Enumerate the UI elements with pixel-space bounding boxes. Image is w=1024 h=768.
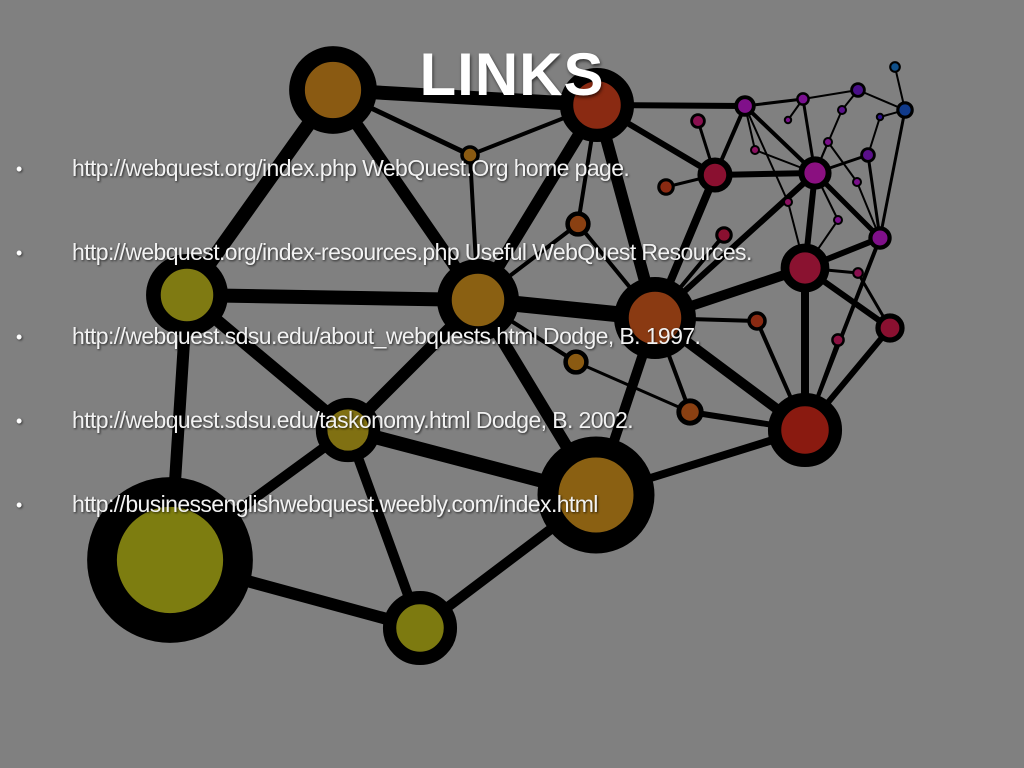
network-node <box>767 392 843 468</box>
network-node <box>697 157 733 193</box>
network-node <box>614 277 696 359</box>
network-node <box>833 215 843 225</box>
bullet: • <box>16 243 23 263</box>
network-node <box>734 95 756 117</box>
network-node <box>796 92 810 106</box>
network-node <box>563 349 589 375</box>
network-node <box>783 115 793 125</box>
network-node <box>715 226 733 244</box>
link-business-english[interactable]: http://businessenglishwebquest.weebly.co… <box>72 491 598 517</box>
network-node <box>875 112 885 122</box>
network-node <box>852 177 862 187</box>
bullet: • <box>16 495 23 515</box>
bullet: • <box>16 411 23 431</box>
network-node <box>289 46 377 134</box>
network-node <box>146 254 228 336</box>
network-node <box>837 105 847 115</box>
network-edge <box>574 360 692 414</box>
network-node <box>889 61 901 73</box>
network-node <box>852 267 864 279</box>
network-node <box>676 398 704 426</box>
network-edge <box>180 288 485 307</box>
network-node <box>798 156 832 190</box>
slide-title: LINKS <box>419 41 605 108</box>
network-edge <box>878 108 907 240</box>
network-edge <box>866 153 882 240</box>
network-node <box>382 590 458 666</box>
network-edge <box>827 141 858 183</box>
network-node <box>860 147 876 163</box>
network-node <box>565 211 591 237</box>
network-node <box>87 477 253 643</box>
bullet: • <box>16 327 23 347</box>
network-node <box>875 313 905 343</box>
network-node <box>537 436 655 554</box>
network-node <box>896 101 914 119</box>
network-node <box>783 197 793 207</box>
network-node <box>850 82 866 98</box>
network-node <box>868 226 892 250</box>
link-webquest-resources[interactable]: http://webquest.org/index-resources.php … <box>72 239 752 265</box>
network-node <box>780 243 830 293</box>
network-node <box>437 259 519 341</box>
network-node <box>831 333 845 347</box>
network-node <box>657 178 675 196</box>
network-node <box>690 113 706 129</box>
network-node <box>823 137 833 147</box>
network-node <box>315 397 381 463</box>
link-taskonomy[interactable]: http://webquest.sdsu.edu/taskonomy.html … <box>72 407 634 433</box>
network-node <box>750 145 760 155</box>
link-webquest-home[interactable]: http://webquest.org/index.php WebQuest.O… <box>72 155 630 181</box>
network-edge <box>802 89 859 100</box>
network-edge <box>326 83 604 112</box>
bullet: • <box>16 159 23 179</box>
network-node <box>559 67 635 143</box>
network-node <box>460 145 480 165</box>
network-node <box>747 311 767 331</box>
link-about-webquests[interactable]: http://webquest.sdsu.edu/about_webquests… <box>72 323 701 349</box>
